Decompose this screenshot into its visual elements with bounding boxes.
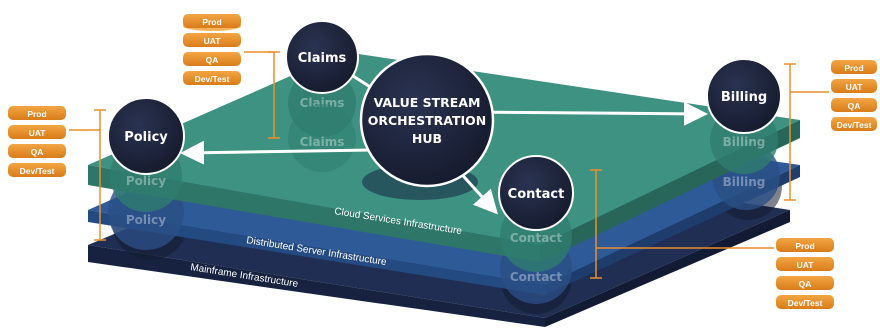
env-disc-uat: UAT — [776, 257, 834, 271]
env-stack-contact: Prod UAT QA Dev/Test — [590, 169, 834, 309]
env-disc-prod: Prod — [8, 106, 66, 120]
env-disc-devtest: Dev/Test — [776, 295, 834, 309]
billing-ghost-label-2: Billing — [723, 175, 766, 189]
arrow-to-policy — [180, 140, 373, 165]
env-label-uat: UAT — [797, 260, 815, 270]
env-label-prod: Prod — [795, 241, 814, 251]
env-label-uat: UAT — [204, 36, 222, 46]
env-label-devtest: Dev/Test — [837, 120, 872, 130]
contact-ghost-label-2: Contact — [510, 270, 563, 284]
env-disc-prod: Prod — [776, 238, 834, 252]
env-disc-uat: UAT — [8, 125, 66, 139]
hub-label-line2: ORCHESTRATION — [368, 113, 487, 128]
policy-label: Policy — [124, 130, 168, 145]
billing-label: Billing — [721, 90, 767, 105]
contact-label: Contact — [508, 187, 565, 202]
policy-ghost-label-2: Policy — [126, 213, 166, 227]
env-label-qa: QA — [848, 101, 861, 111]
contact-ghost-label-1: Contact — [510, 231, 563, 245]
hub-node: VALUE STREAM ORCHESTRATION HUB — [359, 52, 495, 188]
env-label-devtest: Dev/Test — [20, 166, 55, 176]
env-label-devtest: Dev/Test — [195, 74, 230, 84]
hub-label-line3: HUB — [412, 131, 442, 146]
contact-node: Contact — [498, 155, 574, 231]
env-disc-devtest: Dev/Test — [831, 117, 877, 131]
arrow-to-billing — [469, 101, 708, 126]
env-label-qa: QA — [206, 55, 219, 65]
claims-ghost-label-2: Claims — [300, 135, 345, 149]
billing-node: Billing — [706, 58, 782, 134]
env-label-uat: UAT — [29, 128, 47, 138]
env-label-prod: Prod — [844, 63, 863, 73]
env-disc-prod: Prod — [183, 14, 241, 31]
env-label-devtest: Dev/Test — [788, 298, 823, 308]
env-stack-claims: Prod UAT QA Dev/Test — [183, 14, 280, 139]
claims-label: Claims — [298, 51, 347, 66]
env-disc-uat: UAT — [831, 79, 877, 93]
env-disc-qa: QA — [776, 276, 834, 290]
env-label-prod: Prod — [202, 17, 221, 27]
env-disc-qa: QA — [8, 144, 66, 158]
env-label-prod: Prod — [27, 109, 46, 119]
env-disc-prod: Prod — [831, 60, 877, 74]
env-disc-devtest: Dev/Test — [183, 71, 241, 85]
env-disc-uat: UAT — [183, 33, 241, 47]
env-label-qa: QA — [799, 279, 812, 289]
env-label-uat: UAT — [846, 82, 864, 92]
hub-label-line1: VALUE STREAM — [374, 95, 481, 110]
env-disc-qa: QA — [183, 52, 241, 66]
env-stack-billing: Prod UAT QA Dev/Test — [784, 60, 877, 201]
policy-ghost-label-1: Policy — [126, 174, 166, 188]
policy-node: Policy — [107, 97, 185, 175]
billing-ghost-label-1: Billing — [723, 135, 766, 149]
env-disc-qa: QA — [831, 98, 877, 112]
env-stack-policy: Prod UAT QA Dev/Test — [8, 106, 106, 241]
env-label-qa: QA — [31, 147, 44, 157]
claims-node: Claims — [285, 20, 359, 94]
env-disc-devtest: Dev/Test — [8, 163, 66, 177]
